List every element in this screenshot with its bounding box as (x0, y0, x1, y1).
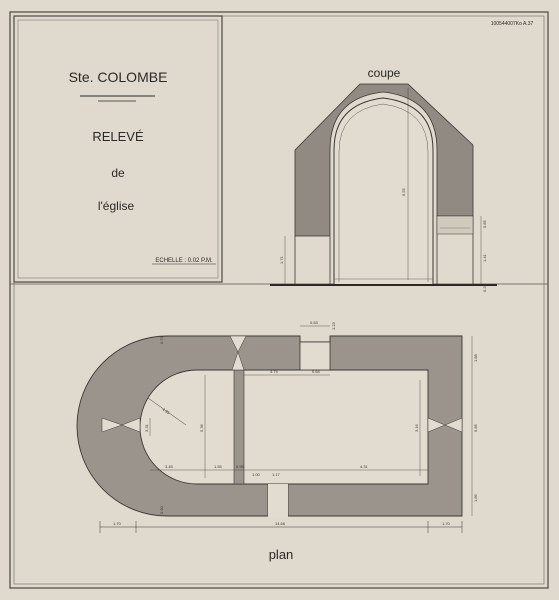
plan-bay-a-text: 4.74 (270, 369, 279, 374)
section-height-text: 6.55 (401, 187, 406, 196)
section-arch-opening (333, 97, 434, 284)
reference-number: 100544007Ko A.37 (491, 21, 534, 27)
eglise-label: l'église (98, 199, 135, 213)
plan-bottom-total-text: 14.66 (275, 521, 286, 526)
plan-nave-width-text: 5.36 (199, 423, 204, 432)
plan-left-bot-text: 0.90 (159, 505, 164, 514)
plan-left-top-text: 0.74 (159, 335, 164, 344)
plan-bay-c-text: 0.64 (312, 369, 321, 374)
releve-title: RELEVÉ (92, 129, 144, 144)
plan-door-text: 1.17 (272, 472, 281, 477)
plan-interior (139, 369, 429, 485)
church-name: Ste. COLOMBE (69, 69, 168, 85)
plan-radius-text: 4.35 (161, 407, 171, 416)
plan-bottom-left-text: 1.70 (113, 521, 122, 526)
title-block-inner (17, 19, 219, 279)
section-right-recess (436, 215, 474, 235)
plan-bay-f-text: 1.00 (252, 472, 261, 477)
plan-drawing: 4.35 5.36 4.74 0.64 3.45 1.55 0.95 1.00 … (76, 320, 478, 533)
plan-bay-e-text: 1.55 (214, 464, 223, 469)
section-arch-inner (338, 103, 429, 282)
plan-radius-line (147, 397, 187, 426)
plan-tower (299, 341, 331, 371)
plan-window-east (427, 417, 463, 433)
plan-left-inner-text: 3.45 (165, 464, 174, 469)
plan-bottom-right-text: 1.70 (442, 521, 451, 526)
section-ground-text: 0.25 (482, 283, 487, 292)
plan-apse-depth-text: 3.31 (144, 423, 149, 432)
plan-right-ext-bot-text: 1.86 (473, 493, 478, 502)
plan-bay-d-text: 4.31 (360, 464, 369, 469)
plan-window-top (229, 335, 247, 371)
outer-border (9, 11, 549, 589)
plan-right-width-text: 5.85 (473, 423, 478, 432)
section-left-dim-text: 1.71 (279, 255, 284, 264)
section-label: coupe (368, 66, 401, 80)
section-wall-fill (294, 83, 474, 237)
section-drawing: 6.55 1.71 0.85 1.41 0.25 (270, 83, 497, 292)
plan-wall-top-text: 1.23 (331, 321, 336, 330)
plan-inner-h-text: 3.16 (414, 423, 419, 432)
plan-bay-b-text: 0.95 (236, 464, 245, 469)
plan-tower-text: 0.53 (310, 320, 319, 325)
plan-window-apse (101, 417, 141, 433)
inner-border (13, 15, 545, 585)
section-right-mid-text: 1.41 (482, 253, 487, 262)
title-block-frame (13, 15, 223, 283)
de-label: de (111, 166, 125, 180)
scale-label: ECHELLE : 0.02 P.M. (155, 258, 213, 264)
plan-door-opening (268, 484, 288, 518)
plan-right-ext-top-text: 1.88 (473, 353, 478, 362)
section-right-top-text: 0.85 (482, 219, 487, 228)
plan-label: plan (269, 547, 294, 562)
